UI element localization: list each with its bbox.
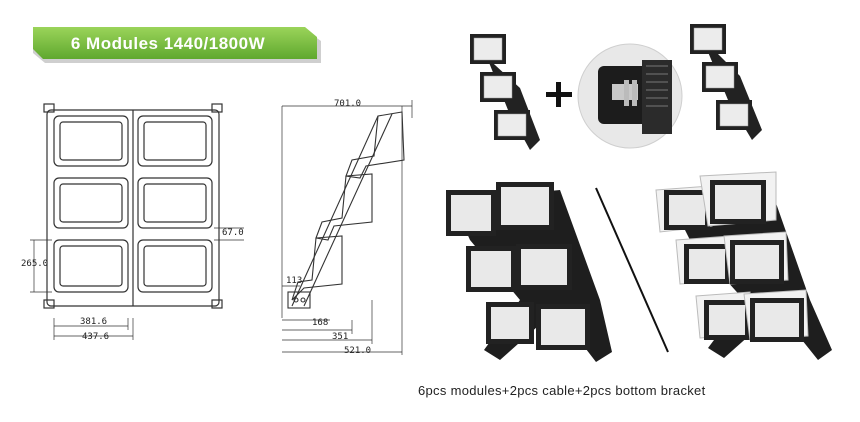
dim-width-outer: 437.6 <box>82 332 110 342</box>
dim-step: 168 <box>312 318 329 328</box>
photo-cable-connector <box>577 43 683 149</box>
photo-small-rear <box>690 24 762 140</box>
package-caption: 6pcs modules+2pcs cable+2pcs bottom brac… <box>418 383 706 398</box>
title-banner: 6 Modules 1440/1800W <box>33 27 323 63</box>
photo-large-front <box>446 182 612 362</box>
banner-title: 6 Modules 1440/1800W <box>70 34 266 53</box>
dim-module-height: 265.0 <box>21 259 49 269</box>
dim-offset: 67.0 <box>222 228 244 238</box>
front-view-drawing <box>30 103 244 340</box>
photo-small-front <box>470 34 540 150</box>
dim-width-inner: 381.6 <box>80 317 108 327</box>
dim-depth: 701.0 <box>334 99 362 109</box>
dim-total: 521.0 <box>344 346 372 356</box>
photo-large-visor <box>655 171 832 360</box>
slash-divider <box>595 187 669 353</box>
dim-base: 113 <box>286 276 303 286</box>
banner-shape <box>33 27 321 63</box>
side-view-drawing <box>281 100 413 355</box>
plus-icon <box>546 82 572 107</box>
dim-mid: 351 <box>332 332 349 342</box>
